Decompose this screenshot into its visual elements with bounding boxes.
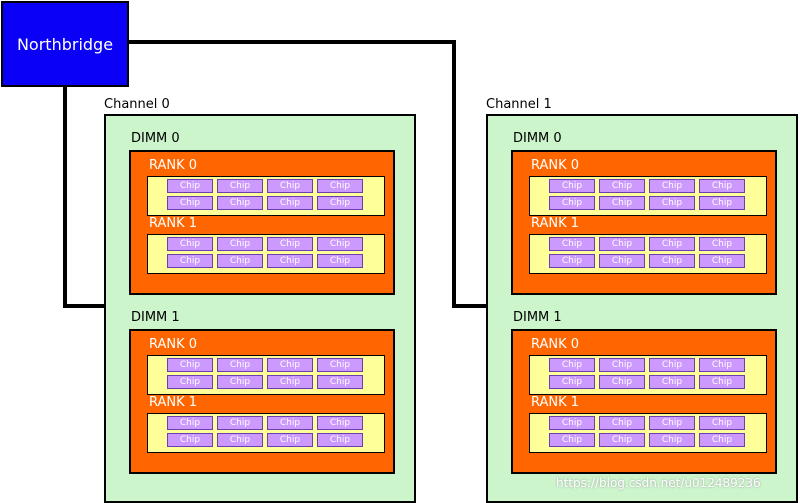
chip: Chip [267,179,313,193]
chip: Chip [599,237,645,251]
chip: Chip [167,433,213,447]
chip: Chip [699,254,745,268]
chip: Chip [549,433,595,447]
rank-label: RANK 0 [149,158,198,173]
chip: Chip [549,416,595,430]
chip: Chip [317,358,363,372]
rank-label: RANK 1 [531,395,580,410]
chip: Chip [267,237,313,251]
wire-northbridge-to-channel-0-horizontal [63,304,105,308]
rank-label: RANK 1 [149,216,198,231]
chip: Chip [549,237,595,251]
chip: Chip [267,254,313,268]
rank-label: RANK 1 [531,216,580,231]
dimm-label: DIMM 0 [131,131,180,146]
chip: Chip [167,196,213,210]
chip: Chip [317,254,363,268]
chip: Chip [217,375,263,389]
dimm-label: DIMM 0 [513,131,562,146]
dimm-label: DIMM 1 [131,310,180,325]
chip: Chip [599,416,645,430]
chip: Chip [267,375,313,389]
chip: Chip [217,433,263,447]
chip: Chip [649,254,695,268]
chip: Chip [267,358,313,372]
chip: Chip [699,237,745,251]
chip: Chip [217,416,263,430]
northbridge-box: Northbridge [1,1,129,87]
chip: Chip [649,375,695,389]
chip: Chip [549,358,595,372]
chip: Chip [649,416,695,430]
chip: Chip [167,254,213,268]
chip: Chip [649,196,695,210]
chip: Chip [549,196,595,210]
chip: Chip [599,433,645,447]
chip: Chip [317,196,363,210]
chip: Chip [599,196,645,210]
chip: Chip [267,416,313,430]
chip: Chip [217,254,263,268]
chip: Chip [649,179,695,193]
chip: Chip [267,433,313,447]
chip: Chip [549,254,595,268]
chip: Chip [699,433,745,447]
chip: Chip [317,179,363,193]
wire-northbridge-to-channel-1-vertical [452,40,456,308]
chip: Chip [317,416,363,430]
rank-label: RANK 0 [531,158,580,173]
chip: Chip [549,179,595,193]
chip: Chip [217,179,263,193]
chip: Chip [317,237,363,251]
chip: Chip [217,358,263,372]
chip: Chip [649,433,695,447]
chip: Chip [549,375,595,389]
chip: Chip [699,375,745,389]
chip: Chip [699,179,745,193]
chip: Chip [599,375,645,389]
chip: Chip [699,358,745,372]
rank-label: RANK 1 [149,395,198,410]
wire-northbridge-to-channel-1-top [128,40,456,44]
chip: Chip [167,358,213,372]
channel-label: Channel 0 [104,97,170,112]
chip: Chip [699,196,745,210]
chip: Chip [317,433,363,447]
chip: Chip [649,237,695,251]
chip: Chip [167,179,213,193]
chip: Chip [599,179,645,193]
chip: Chip [599,358,645,372]
channel-label: Channel 1 [486,97,552,112]
chip: Chip [699,416,745,430]
chip: Chip [167,375,213,389]
chip: Chip [267,196,313,210]
rank-label: RANK 0 [149,337,198,352]
watermark-text: https://blog.csdn.net/u012489236 [556,476,761,490]
chip: Chip [649,358,695,372]
chip: Chip [167,237,213,251]
chip: Chip [317,375,363,389]
wire-northbridge-to-channel-1-horizontal [452,304,488,308]
chip: Chip [217,196,263,210]
chip: Chip [217,237,263,251]
rank-label: RANK 0 [531,337,580,352]
wire-northbridge-to-channel-0-vertical [63,86,67,308]
dimm-label: DIMM 1 [513,310,562,325]
chip: Chip [599,254,645,268]
chip: Chip [167,416,213,430]
